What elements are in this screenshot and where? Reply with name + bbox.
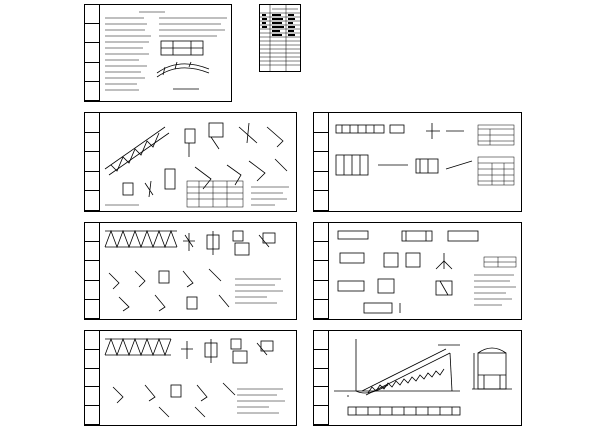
beam-drawing [335, 123, 515, 186]
title-block [85, 223, 100, 319]
notes-drawing [105, 11, 227, 91]
connections-drawing [337, 230, 517, 314]
truss-3-drawing [104, 337, 285, 418]
drawing-sheet-truss-1 [84, 112, 297, 212]
title-block [314, 331, 329, 425]
drawing-sheet-stair [313, 330, 522, 426]
stair-drawing [334, 339, 512, 416]
index-table-drawing [260, 5, 300, 71]
drawing-sheet-beam [313, 112, 522, 212]
truss-2-drawing [104, 229, 283, 312]
drawing-sheet-index [259, 4, 301, 72]
title-block [314, 223, 329, 319]
drawing-sheet-truss-3 [84, 330, 297, 426]
drawing-sheet-connections [313, 222, 522, 320]
title-block [85, 5, 100, 101]
title-block [85, 113, 100, 211]
title-block [314, 113, 329, 211]
truss-1-drawing [104, 122, 289, 208]
drawing-sheet-notes [84, 4, 232, 102]
title-block [85, 331, 100, 425]
drawing-sheet-truss-2 [84, 222, 297, 320]
